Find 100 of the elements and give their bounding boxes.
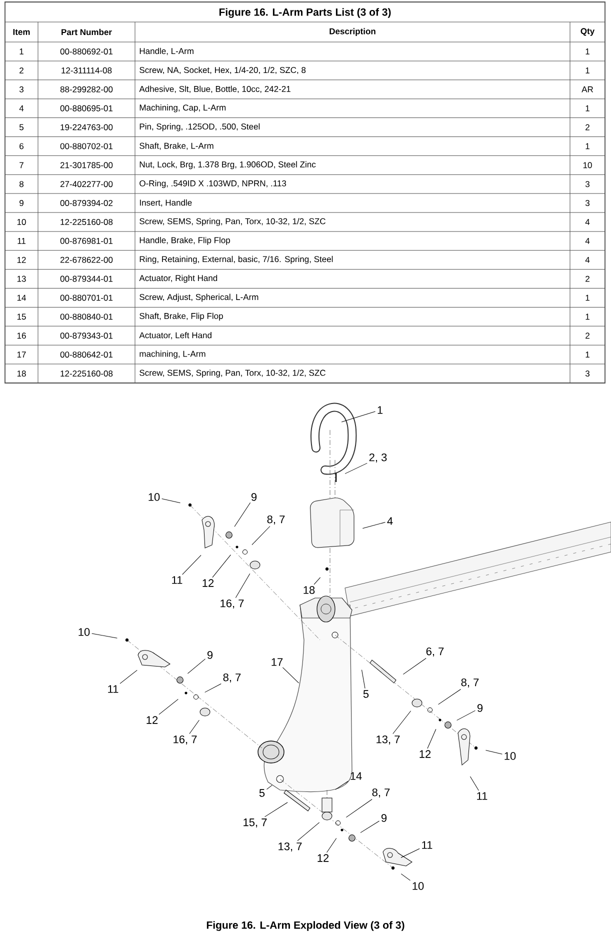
part-number: 12-311114-08: [62, 67, 112, 74]
quantity: 3: [585, 370, 590, 377]
part-number: 12-225160-08: [60, 370, 113, 377]
callout-number: 8, 7: [267, 515, 285, 525]
part-description: Nut, Lock, Brg, 1.378 Brg, 1.906OD, Steel Zinc: [140, 161, 316, 170]
leader-line: [402, 658, 426, 675]
part-description: Pin, Spring, .125OD, .500, Steel: [140, 123, 260, 132]
callout-number: 5: [363, 690, 369, 698]
callout-number: 11: [108, 685, 118, 693]
quantity: 4: [585, 219, 590, 225]
callout-number: 10: [504, 752, 516, 760]
part-description: Actuator, Right Hand: [139, 274, 218, 283]
leader-line: [400, 874, 410, 881]
item-number: 13: [17, 276, 26, 282]
leader-line: [427, 728, 436, 749]
leader-line: [92, 633, 118, 638]
column-header: Description: [330, 28, 376, 36]
callout-number: 18: [304, 586, 315, 594]
part-description: Shaft, Brake, L-Arm: [140, 142, 214, 150]
item-number: 6: [20, 143, 24, 150]
quantity: 2: [586, 332, 590, 339]
callout-number: 11: [422, 841, 432, 849]
leader-line: [182, 554, 202, 575]
part-number: 12-225160-08: [60, 218, 113, 225]
part-description: Shaft, Brake, Flip Flop: [140, 312, 223, 321]
leader-line: [341, 411, 376, 422]
part-number: 00-880695-01: [60, 105, 113, 112]
part-number: 00-880840-01: [60, 314, 113, 320]
leader-line: [234, 502, 251, 527]
callout-number: 12: [420, 750, 431, 758]
leader-line: [346, 799, 372, 818]
item-number: 17: [17, 352, 26, 358]
quantity: 2: [586, 276, 590, 282]
item-number: 14: [17, 294, 26, 301]
item-number: 1: [20, 48, 24, 54]
callout-number: 13, 7: [376, 735, 400, 745]
leader-line: [282, 667, 300, 684]
leader-line: [266, 784, 272, 790]
part-description: Handle, Brake, Flip Flop: [140, 236, 230, 245]
callout-number: 15, 7: [244, 818, 267, 828]
quantity: 1: [586, 314, 590, 320]
callout-number: 5: [259, 789, 265, 797]
item-number: 10: [17, 218, 26, 225]
quantity: 1: [586, 105, 590, 112]
quantity: 1: [586, 352, 590, 358]
callout-number: 14: [350, 772, 362, 780]
part-number: 21-301785-00: [60, 162, 113, 168]
quantity: 1: [586, 294, 590, 301]
leader-line: [438, 689, 461, 705]
item-number: 7: [20, 162, 24, 168]
item-number: 15: [17, 314, 26, 320]
part-number: 00-879343-01: [60, 332, 113, 339]
callout-number: 16, 7: [174, 735, 197, 745]
item-number: 4: [19, 105, 24, 112]
callout-number: 2, 3: [369, 453, 387, 463]
part-number: 00-880701-01: [60, 294, 113, 301]
callout-number: 16, 7: [220, 599, 244, 609]
part-number: 00-880702-01: [60, 143, 113, 150]
leader-line: [187, 658, 206, 674]
table-title: Figure 16. L-Arm Parts List (3 of 3): [219, 8, 391, 18]
part-description: Machining, Cap, L-Arm: [140, 104, 226, 112]
leader-line: [158, 698, 178, 715]
callout-number: 9: [207, 651, 213, 659]
callout-number: 4: [387, 517, 393, 525]
callout-number: 1: [378, 406, 383, 414]
leader-line: [314, 577, 321, 585]
leader-line: [120, 670, 138, 684]
callout-number: 8, 7: [372, 788, 390, 798]
part-description: Actuator, Left Hand: [139, 332, 212, 340]
leader-line: [264, 802, 288, 818]
leader-line: [456, 710, 476, 721]
quantity: 2: [586, 124, 590, 130]
quantity: 3: [585, 181, 590, 188]
part-number: 00-880642-01: [60, 352, 113, 358]
leader-line: [326, 838, 337, 853]
leader-line: [400, 848, 420, 858]
quantity: 1: [586, 68, 590, 74]
leader-line: [235, 573, 250, 598]
callout-number: 8, 7: [223, 673, 241, 683]
item-number: 16: [17, 332, 26, 339]
item-number: 3: [19, 86, 24, 92]
callout-number: 10: [412, 882, 424, 890]
leader-line: [297, 822, 320, 842]
callout-number: 11: [172, 576, 182, 584]
callout-number: 12: [318, 854, 329, 862]
leader-line: [486, 750, 502, 754]
column-header: Qty: [580, 28, 595, 36]
leader-line: [362, 670, 366, 689]
figure-caption: Figure 16. L-Arm Exploded View (3 of 3): [206, 921, 404, 931]
callout-number: 9: [381, 814, 387, 822]
part-description: Handle, L-Arm: [140, 48, 194, 56]
leader-line: [392, 710, 412, 734]
part-number: 88-299282-00: [60, 86, 113, 92]
callout-number: 6, 7: [426, 647, 444, 657]
part-description: Ring, Retaining, External, basic, 7/16. Spring, Steel: [140, 256, 333, 264]
callout-number: 9: [251, 493, 257, 501]
quantity: 3: [585, 200, 590, 206]
part-number: 27-402277-00: [60, 181, 113, 188]
leader-line: [162, 498, 180, 504]
item-number: 8: [20, 181, 24, 188]
